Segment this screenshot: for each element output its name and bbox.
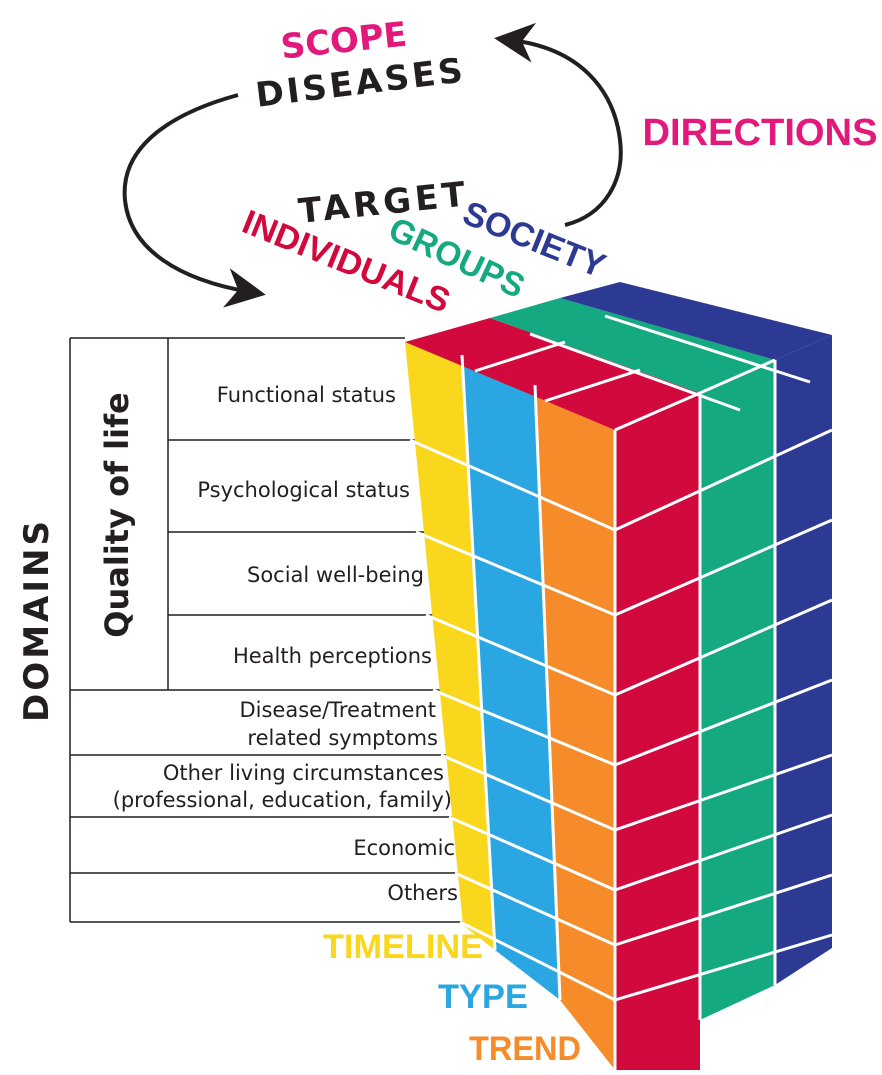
block-right-green-column — [700, 360, 775, 1020]
block-top-red — [405, 318, 700, 430]
cycle-arrow-left — [122, 93, 266, 308]
domain-rows: Disease/Treatment related symptoms Other… — [113, 698, 458, 905]
directions-label: DIRECTIONS — [643, 112, 878, 154]
type-label: TYPE — [438, 978, 528, 1016]
block-right-red-column — [615, 393, 700, 1070]
domain-row-living-line2: (professional, education, family) — [113, 788, 452, 812]
block-front-lightblue-column — [462, 355, 560, 1000]
block-right-blue-column — [775, 335, 832, 985]
domain-row-symptoms-line2: related symptoms — [247, 726, 438, 750]
cycle-arrow-right — [494, 22, 623, 227]
qol-rows: Functional status Psychological status S… — [197, 383, 432, 668]
qol-row-social: Social well-being — [247, 563, 424, 587]
domain-row-economic: Economic — [353, 836, 455, 860]
framework-block — [405, 282, 833, 1070]
block-front-yellow-column — [405, 342, 495, 950]
domain-row-living-line1: Other living circumstances — [163, 761, 444, 785]
domain-row-symptoms-line1: Disease/Treatment — [239, 698, 436, 722]
trend-label: TREND — [469, 1030, 581, 1068]
domains-label: DOMAINS — [17, 518, 57, 722]
domains-table — [69, 337, 472, 923]
qol-row-psychological: Psychological status — [197, 478, 410, 502]
block-grid — [409, 314, 833, 1070]
domain-row-others: Others — [387, 881, 458, 905]
block-front-orange-column — [535, 385, 615, 1070]
target-label: TARGET — [297, 174, 472, 232]
quality-of-life-label: Quality of life — [98, 392, 136, 637]
qol-row-functional: Functional status — [217, 383, 396, 407]
block-top-blue — [560, 282, 832, 360]
block-top-green — [490, 298, 775, 393]
qol-row-health: Health perceptions — [233, 644, 432, 668]
timeline-label: TIMELINE — [323, 928, 483, 966]
